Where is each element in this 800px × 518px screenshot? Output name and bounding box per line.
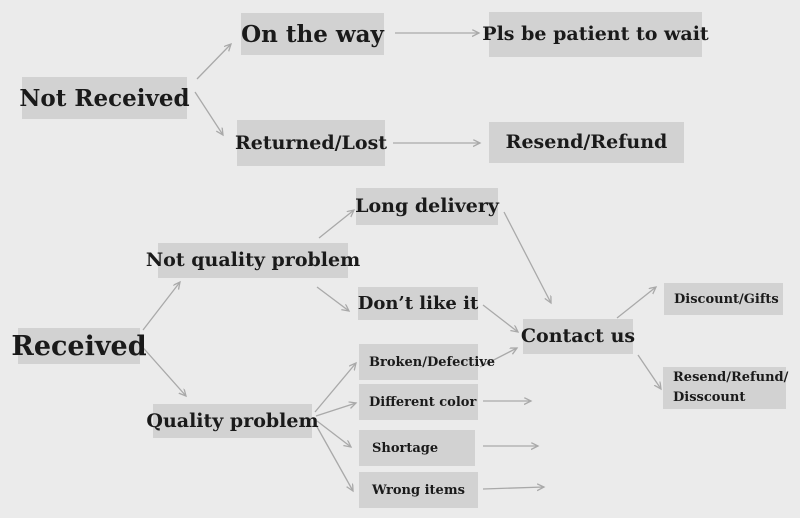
node-resend-refund-label: Resend/Refund	[505, 131, 668, 153]
node-resend-refund-disscount-line1: Resend/Refund/	[673, 369, 789, 385]
edge-not_quality_problem-to-long_delivery	[318, 210, 354, 239]
edge-wrong_items-to-right	[482, 487, 544, 489]
edge-received-to-not_quality_problem	[142, 282, 180, 331]
node-on-the-way: On the way	[241, 13, 384, 55]
node-broken-defective: Broken/Defective	[359, 344, 495, 380]
node-received: Received	[11, 328, 147, 364]
edge-quality_problem-to-broken_defective	[314, 363, 356, 413]
node-dont-like-it: Don’t like it	[358, 287, 478, 320]
edge-broken_defective-to-contact_us	[479, 348, 517, 368]
node-quality-problem-label: Quality problem	[146, 409, 319, 432]
edge-quality_problem-to-wrong_items	[315, 424, 353, 491]
node-not-quality-problem: Not quality problem	[146, 243, 360, 278]
node-on-the-way-label: On the way	[241, 20, 384, 48]
node-different-color-label: Different color	[369, 394, 477, 410]
node-broken-defective-label: Broken/Defective	[369, 354, 496, 370]
node-contact-us-label: Contact us	[520, 325, 636, 347]
edge-quality_problem-to-shortage	[316, 420, 351, 447]
edge-received-to-quality_problem	[137, 341, 186, 396]
node-resend-refund-disscount-line2: Disscount	[673, 390, 746, 405]
edge-contact_us-to-resend_refund_disscount	[637, 354, 661, 389]
node-returned-lost: Returned/Lost	[234, 120, 388, 166]
edge-contact_us-to-discount_gifts	[616, 287, 656, 319]
edge-not_received-to-on_the_way	[196, 44, 231, 80]
node-not-received-label: Not Received	[19, 84, 190, 112]
edge-long_delivery-to-contact_us	[503, 211, 551, 303]
node-received-label: Received	[11, 330, 147, 362]
node-not-received: Not Received	[19, 77, 190, 119]
node-wrong-items: Wrong items	[359, 472, 478, 508]
node-shortage-label: Shortage	[372, 440, 439, 456]
node-returned-lost-label: Returned/Lost	[234, 131, 388, 154]
node-discount-gifts-label: Discount/Gifts	[674, 291, 779, 307]
node-discount-gifts: Discount/Gifts	[664, 283, 783, 315]
node-pls-be-patient: Pls be patient to wait	[482, 12, 709, 57]
node-shortage: Shortage	[359, 430, 475, 466]
node-quality-problem: Quality problem	[146, 404, 319, 438]
node-long-delivery-label: Long delivery	[355, 195, 499, 217]
node-wrong-items-label: Wrong items	[372, 482, 465, 498]
node-dont-like-it-label: Don’t like it	[357, 292, 479, 314]
node-resend-refund-disscount: Resend/Refund/Disscount	[663, 367, 789, 409]
node-resend-refund: Resend/Refund	[489, 122, 684, 163]
node-different-color: Different color	[359, 384, 478, 420]
edge-quality_problem-to-different_color	[315, 403, 356, 417]
node-pls-be-patient-label: Pls be patient to wait	[482, 23, 709, 45]
edge-not_received-to-returned_lost	[194, 91, 223, 135]
edge-dont_like_it-to-contact_us	[482, 304, 518, 332]
edge-not_quality_problem-to-dont_like_it	[316, 286, 349, 311]
node-contact-us: Contact us	[520, 319, 636, 354]
node-long-delivery: Long delivery	[355, 188, 499, 225]
node-not-quality-problem-label: Not quality problem	[145, 249, 361, 271]
